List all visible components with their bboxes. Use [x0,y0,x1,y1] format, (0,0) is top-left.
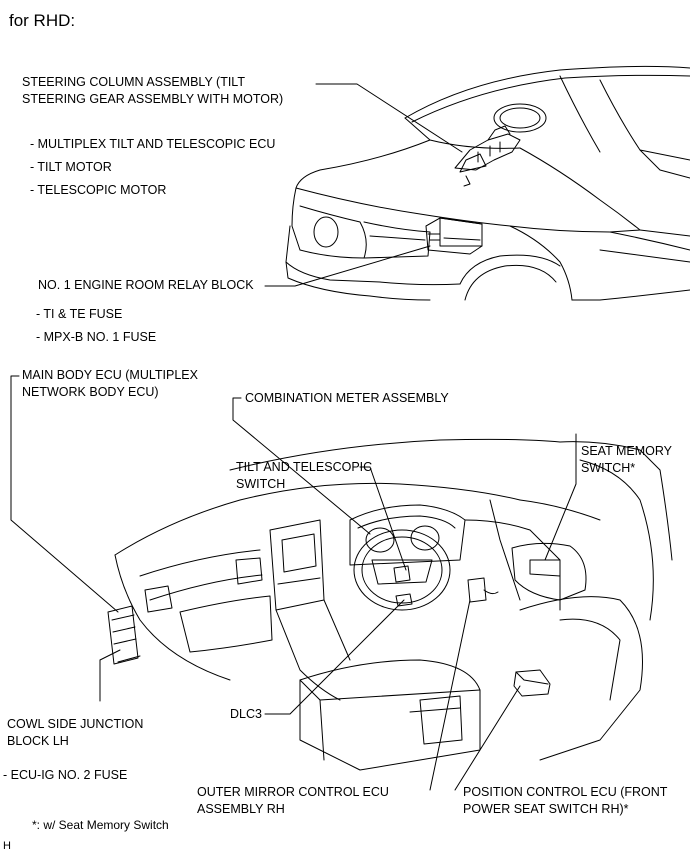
cowl-junction-label: COWL SIDE JUNCTION BLOCK LH [7,717,144,748]
corner-mark: H [3,840,11,852]
main-body-ecu-label: MAIN BODY ECU (MULTIPLEX NETWORK BODY EC… [22,368,198,399]
relay-block-parts: - TI & TE FUSE - MPX-B NO. 1 FUSE [36,307,157,344]
position-control-ecu-label: POSITION CONTROL ECU (FRONT POWER SEAT S… [463,785,668,816]
cowl-junction-parts: - ECU-IG NO. 2 FUSE [3,768,128,782]
dlc3-label: DLC3 [230,707,262,721]
steering-column-parts: - MULTIPLEX TILT AND TELESCOPIC ECU - TI… [30,137,276,197]
diagram-header: for RHD: [9,11,76,30]
interior-drawing [10,375,673,791]
steering-column-label: STEERING COLUMN ASSEMBLY (TILT STEERING … [22,75,284,106]
combination-meter-label: COMBINATION METER ASSEMBLY [245,391,449,405]
relay-block-label: NO. 1 ENGINE ROOM RELAY BLOCK [38,278,254,292]
outer-mirror-ecu-label: OUTER MIRROR CONTROL ECU ASSEMBLY RH [197,785,389,816]
seat-memory-switch-label: SEAT MEMORY SWITCH* [581,444,672,475]
footnote: *: w/ Seat Memory Switch [32,818,169,832]
car-exterior-drawing [264,65,690,301]
tilt-switch-label: TILT AND TELESCOPIC SWITCH [236,460,373,491]
